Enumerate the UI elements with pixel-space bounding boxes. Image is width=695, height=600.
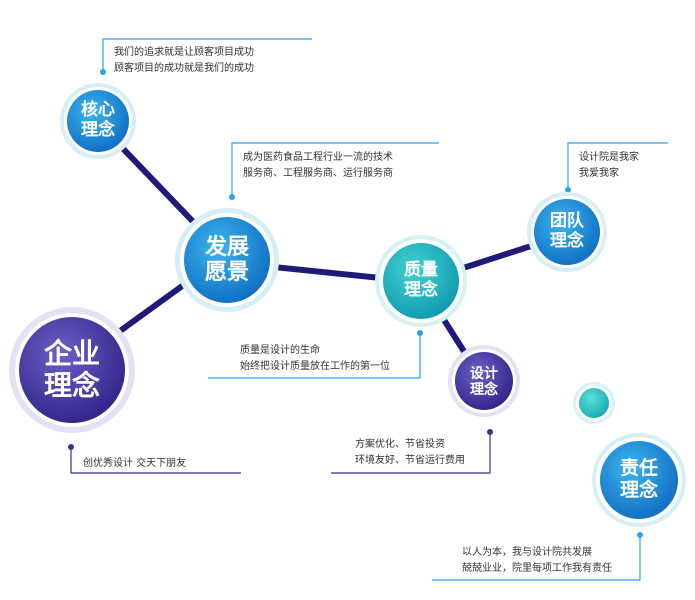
callout-enterprise: 创优秀设计 交天下朋友 xyxy=(83,456,186,472)
callout-responsibility-line-1: 以人为本，我与设计院共发展 xyxy=(462,547,592,558)
node-team-line-1: 团队 xyxy=(550,211,584,232)
node-label-design: 设计 理念 xyxy=(456,359,512,405)
callout-enterprise-line-1: 创优秀设计 交天下朋友 xyxy=(83,458,187,469)
node-core xyxy=(60,83,136,159)
callout-core-line-1: 我们的追求就是让顾客项目成功 xyxy=(114,47,254,58)
callout-line-team xyxy=(565,142,668,193)
decorative-dot xyxy=(573,382,615,424)
node-design-line-2: 理念 xyxy=(470,382,498,398)
node-responsibility-line-1: 责任 xyxy=(619,457,658,480)
node-label-quality: 质量 理念 xyxy=(389,253,453,309)
node-vision xyxy=(175,208,279,312)
node-design-line-1: 设计 xyxy=(470,365,498,382)
callout-responsibility-line-2: 兢兢业业，院里每项工作我有责任 xyxy=(462,563,612,574)
node-team-line-2: 理念 xyxy=(550,231,584,251)
callout-line-core xyxy=(100,38,312,75)
callout-design-line-2: 环境友好、节省运行费用 xyxy=(355,455,465,466)
node-enterprise-line-1: 企业 xyxy=(43,336,100,370)
callout-lines xyxy=(68,38,668,581)
node-quality xyxy=(375,235,467,327)
node-responsibility-line-2: 理念 xyxy=(619,479,658,501)
node-enterprise-line-2: 理念 xyxy=(43,369,100,402)
callout-core-line-2: 顾客项目的成功就是我们的成功 xyxy=(114,63,254,74)
callout-line-responsibility xyxy=(432,532,643,581)
callout-team-line-1: 设计院是我家 xyxy=(579,152,639,163)
callout-quality-line-2: 始终把设计质量放在工作的第一位 xyxy=(240,361,390,372)
callout-vision-line-1: 成为医药食品工程行业一流的技术 xyxy=(243,152,393,163)
callout-line-enterprise xyxy=(68,444,241,474)
callout-team: 设计院是我家 我爱我家 xyxy=(579,150,639,182)
node-label-responsibility: 责任 理念 xyxy=(604,450,674,510)
callout-vision-line-2: 服务商、工程服务商、运行服务商 xyxy=(243,168,393,179)
node-vision-line-2: 愿景 xyxy=(204,260,249,285)
node-quality-line-2: 理念 xyxy=(404,280,438,300)
callout-design: 方案优化、节省投资 环境友好、节省运行费用 xyxy=(355,437,465,469)
callout-design-line-1: 方案优化、节省投资 xyxy=(355,439,445,450)
callout-line-vision xyxy=(229,142,439,200)
node-core-line-2: 理念 xyxy=(81,120,115,140)
callout-vision: 成为医药食品工程行业一流的技术 服务商、工程服务商、运行服务商 xyxy=(243,150,393,182)
node-label-core: 核心 理念 xyxy=(68,93,128,149)
node-responsibility xyxy=(592,433,686,527)
node-design xyxy=(448,345,520,417)
node-core-line-1: 核心 xyxy=(81,100,115,121)
callout-core: 我们的追求就是让顾客项目成功 顾客项目的成功就是我们的成功 xyxy=(114,45,254,77)
callout-line-design xyxy=(331,429,493,474)
node-vision-line-1: 发展 xyxy=(204,234,249,260)
callout-team-line-2: 我爱我家 xyxy=(579,168,619,179)
node-label-vision: 发展 愿景 xyxy=(187,225,267,295)
callout-quality-line-1: 质量是设计的生命 xyxy=(240,345,320,356)
callout-quality: 质量是设计的生命 始终把设计质量放在工作的第一位 xyxy=(240,343,390,375)
callout-line-quality xyxy=(208,330,423,379)
callout-responsibility: 以人为本，我与设计院共发展 兢兢业业，院里每项工作我有责任 xyxy=(462,545,612,577)
node-team xyxy=(527,192,607,272)
node-quality-line-1: 质量 xyxy=(404,260,438,281)
node-label-enterprise: 企业 理念 xyxy=(22,327,122,413)
node-enterprise xyxy=(9,307,135,433)
node-label-team: 团队 理念 xyxy=(537,205,597,259)
